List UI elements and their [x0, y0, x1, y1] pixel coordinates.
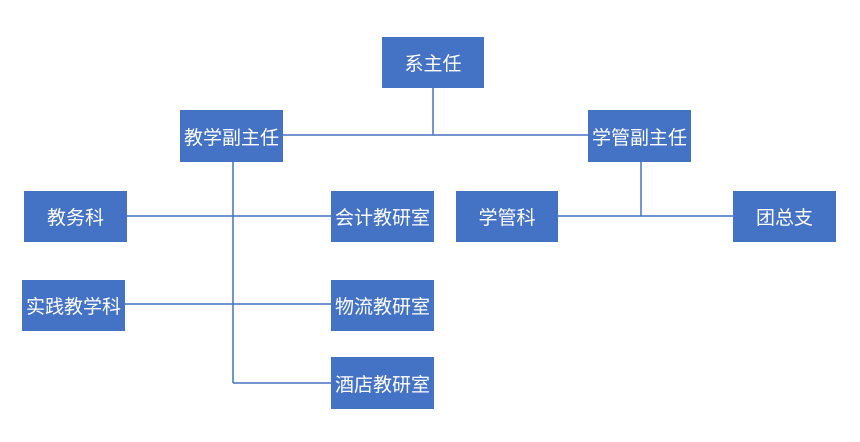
practice-dept-label: 实践教学科	[25, 296, 121, 318]
root-box: 系主任	[382, 37, 484, 88]
teaching-dept-box: 教务科	[24, 191, 127, 242]
logistics-office-label: 物流教研室	[334, 296, 430, 318]
hotel-office-box: 酒店教研室	[331, 357, 434, 409]
teaching-dept-label: 教务科	[46, 207, 104, 229]
league-branch-box: 团总支	[733, 191, 836, 242]
accounting-office-label: 会计教研室	[334, 207, 430, 229]
vice-teaching-box: 教学副主任	[180, 110, 283, 162]
accounting-office-box: 会计教研室	[331, 191, 434, 242]
student-dept-box: 学管科	[456, 191, 558, 242]
logistics-office-box: 物流教研室	[331, 280, 434, 331]
vice-student-label: 学管副主任	[591, 126, 687, 149]
vice-teaching-label: 教学副主任	[183, 126, 279, 149]
league-branch-label: 团总支	[755, 207, 813, 229]
practice-dept-box: 实践教学科	[22, 280, 125, 331]
hotel-office-label: 酒店教研室	[334, 373, 430, 396]
vice-student-box: 学管副主任	[588, 110, 691, 162]
student-dept-label: 学管科	[478, 207, 536, 229]
root-label: 系主任	[404, 53, 462, 75]
